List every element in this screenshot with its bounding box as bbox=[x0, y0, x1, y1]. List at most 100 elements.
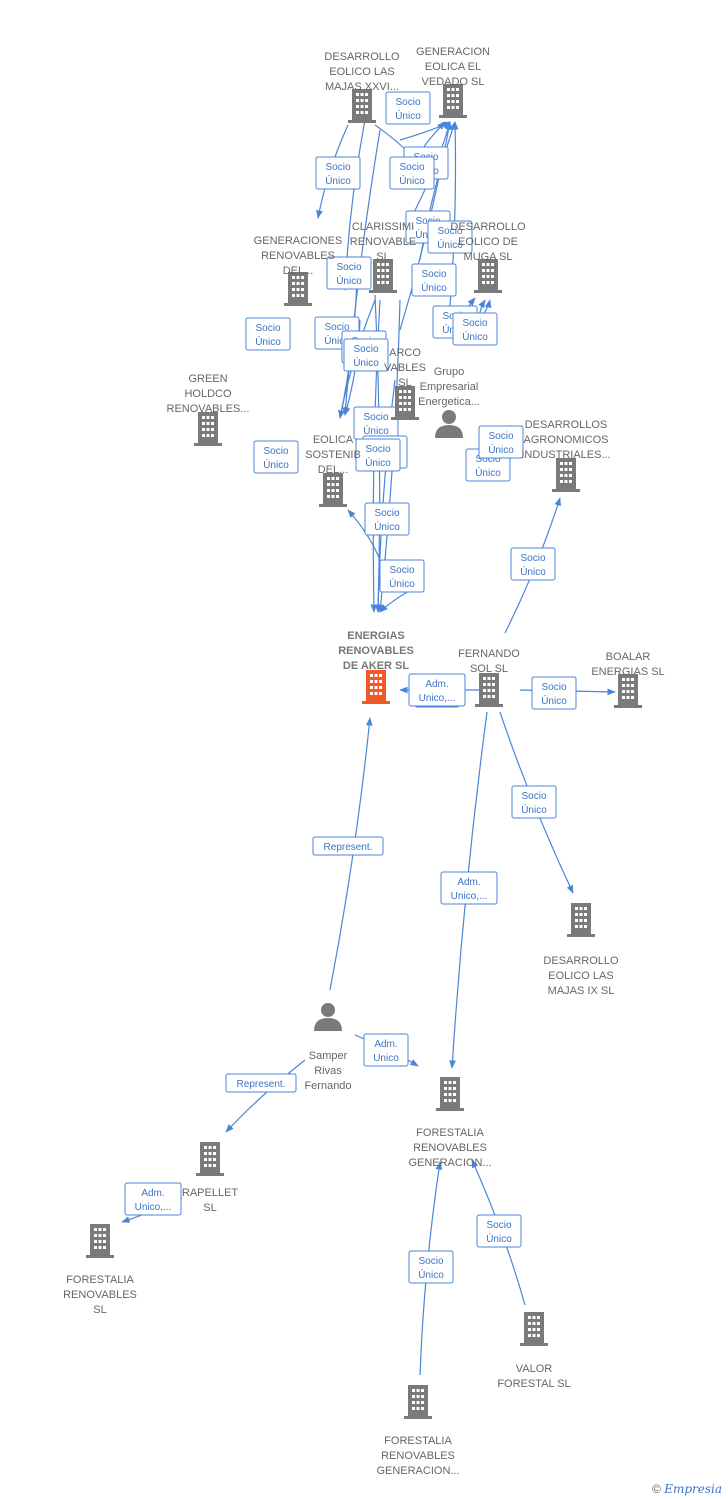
edge-label[interactable]: Adm.Unico,... bbox=[440, 871, 498, 905]
node-label: FORESTAL SL bbox=[497, 1378, 570, 1390]
node-label: HOLDCO bbox=[184, 388, 232, 400]
node-label: VALOR bbox=[516, 1363, 553, 1375]
node-label: ENERGIAS SL bbox=[591, 666, 664, 678]
edge-label-text: Socio bbox=[255, 323, 280, 334]
node-label: ENERGIAS bbox=[347, 630, 404, 642]
node-label: FORESTALIA bbox=[416, 1127, 484, 1139]
node-label: RENOVABLES bbox=[338, 645, 414, 657]
building-icon bbox=[391, 386, 419, 420]
node-valor[interactable]: VALOR FORESTAL SL bbox=[497, 1312, 571, 1390]
edge-label-text: Único bbox=[363, 424, 389, 437]
node-label: RENOVABLES bbox=[63, 1289, 137, 1301]
node-label: GREEN bbox=[188, 373, 227, 385]
edge-label-text: Único bbox=[520, 565, 546, 578]
edge-label-text: Unico bbox=[373, 1053, 399, 1064]
node-label: RENOVABLES bbox=[381, 1450, 455, 1462]
edge-label-text: Socio bbox=[520, 553, 545, 564]
edge-label-text: Socio bbox=[263, 446, 288, 457]
edge-label-box bbox=[408, 673, 466, 707]
node-label: VEDADO SL bbox=[422, 76, 485, 88]
edge-label[interactable]: Represent. bbox=[312, 836, 384, 856]
building-icon bbox=[369, 259, 397, 293]
node-label: EOLICO LAS bbox=[329, 66, 394, 78]
edge-label-text: Único bbox=[418, 1268, 444, 1281]
edge-label-box bbox=[511, 785, 557, 819]
edge-label-text: Único bbox=[395, 109, 421, 122]
node-label: CLARISSIMI bbox=[352, 221, 414, 233]
building-icon bbox=[567, 903, 595, 937]
edge-labels-layer: SocioÚnicoSocioÚnicoSocioÚnicoSocioÚnico… bbox=[124, 91, 577, 1284]
node-label: GENERACION... bbox=[408, 1157, 491, 1169]
edge-label-text: Socio bbox=[324, 322, 349, 333]
node-label: FORESTALIA bbox=[66, 1274, 134, 1286]
node-label: DEL... bbox=[283, 265, 314, 277]
credit: © Empresia bbox=[652, 1482, 722, 1496]
edge-label-text: Socio bbox=[462, 318, 487, 329]
edge-label-text: Socio bbox=[363, 412, 388, 423]
node-label: AGRONOMICOS bbox=[524, 434, 609, 446]
person-icon bbox=[435, 410, 463, 438]
node-grupo[interactable]: GrupoEmpresarialEnergetica... bbox=[418, 366, 480, 438]
building-icon bbox=[404, 1385, 432, 1419]
node-agronomicos[interactable]: DESARROLLOSAGRONOMICOSINDUSTRIALES... bbox=[521, 419, 611, 492]
node-forestalia-gen2[interactable]: FORESTALIARENOVABLESGENERACION... bbox=[376, 1385, 460, 1477]
node-label: Grupo bbox=[434, 366, 465, 378]
edge-label-box bbox=[379, 559, 425, 593]
edge-label-text: Socio bbox=[475, 454, 500, 465]
edge-label-text: Único bbox=[541, 694, 567, 707]
building-icon bbox=[86, 1224, 114, 1258]
brand-logo[interactable]: Empresia bbox=[664, 1482, 722, 1496]
node-label: SOL SL bbox=[470, 663, 508, 675]
edge-label-text: Socio bbox=[399, 162, 424, 173]
node-green[interactable]: GREENHOLDCORENOVABLES... bbox=[167, 373, 250, 446]
node-eolica-sost[interactable]: EOLICASOSTENIBDEL... bbox=[305, 434, 361, 507]
node-label: MAJAS IX SL bbox=[548, 985, 615, 997]
edge-label-box bbox=[253, 440, 299, 474]
copyright-symbol: © bbox=[652, 1482, 661, 1496]
edge-label[interactable]: Adm.Unico bbox=[363, 1033, 409, 1067]
edge-label-text: Socio bbox=[486, 1220, 511, 1231]
node-generaciones[interactable]: GENERACIONESRENOVABLESDEL... bbox=[254, 235, 343, 306]
edge-label-text: Socio bbox=[365, 444, 390, 455]
node-forestalia-gen[interactable]: FORESTALIARENOVABLESGENERACION... bbox=[408, 1077, 492, 1169]
edge-label-box bbox=[326, 256, 372, 290]
edge-label[interactable]: Represent. bbox=[225, 1073, 297, 1093]
edge-label[interactable]: Adm.Unico,... bbox=[124, 1182, 182, 1216]
edge-label[interactable]: Adm.Unico,... bbox=[408, 673, 466, 707]
edge-label-box bbox=[427, 220, 473, 254]
edge-label-text: Único bbox=[399, 174, 425, 187]
edge-label-box bbox=[389, 156, 435, 190]
